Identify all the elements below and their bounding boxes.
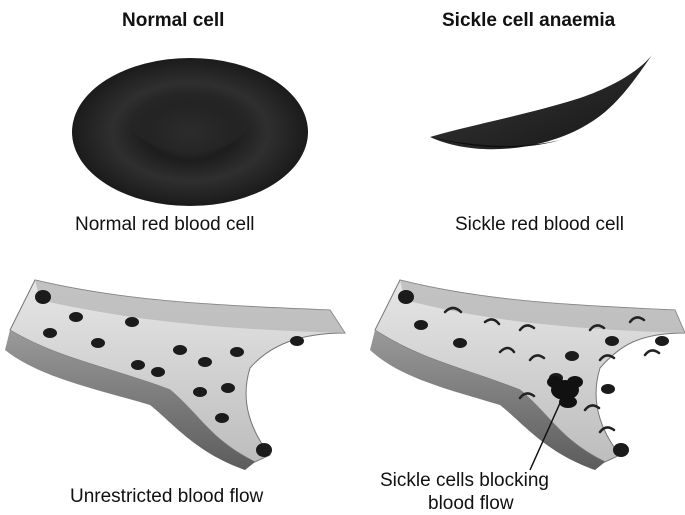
blood-cell-dot — [655, 336, 669, 346]
vessel-blocked — [370, 280, 685, 470]
blood-cell-dot — [125, 317, 139, 327]
blood-cell-dot — [69, 312, 83, 322]
blood-cell-dot — [43, 328, 57, 338]
blood-cell-dot — [198, 357, 212, 367]
caption-sickle-blocking-line2: blood flow — [428, 493, 514, 515]
caption-unrestricted-blood-flow: Unrestricted blood flow — [70, 486, 263, 508]
blood-cell-dot — [221, 383, 235, 393]
blood-cell-dot — [151, 367, 165, 377]
blood-cell-dot — [453, 338, 467, 348]
blood-cell-dot — [613, 443, 629, 457]
header-sickle-cell-anaemia: Sickle cell anaemia — [442, 10, 615, 32]
blood-cell-dot — [193, 387, 207, 397]
blood-cell-dot — [91, 338, 105, 348]
blood-cell-dot — [565, 351, 579, 361]
caption-normal-red-blood-cell: Normal red blood cell — [75, 214, 255, 236]
header-normal-cell: Normal cell — [122, 10, 224, 32]
blood-cell-dot — [35, 290, 51, 304]
blood-cell-dot — [290, 336, 304, 346]
blood-cell-dot — [414, 320, 428, 330]
blood-cell-dot — [256, 443, 272, 457]
blood-cell-dot — [601, 384, 615, 394]
normal-red-blood-cell — [72, 58, 308, 206]
sickle-red-blood-cell — [430, 55, 652, 149]
caption-sickle-red-blood-cell: Sickle red blood cell — [455, 214, 624, 236]
blood-cell-dot — [605, 336, 619, 346]
blood-cell-dot — [398, 290, 414, 304]
blood-cell-dot — [131, 360, 145, 370]
blood-cell-dot — [173, 345, 187, 355]
caption-sickle-blocking-line1: Sickle cells blocking — [380, 470, 549, 492]
blood-cell-dot — [230, 347, 244, 357]
vessel-unrestricted — [5, 280, 345, 470]
blood-cell-dot — [215, 413, 229, 423]
